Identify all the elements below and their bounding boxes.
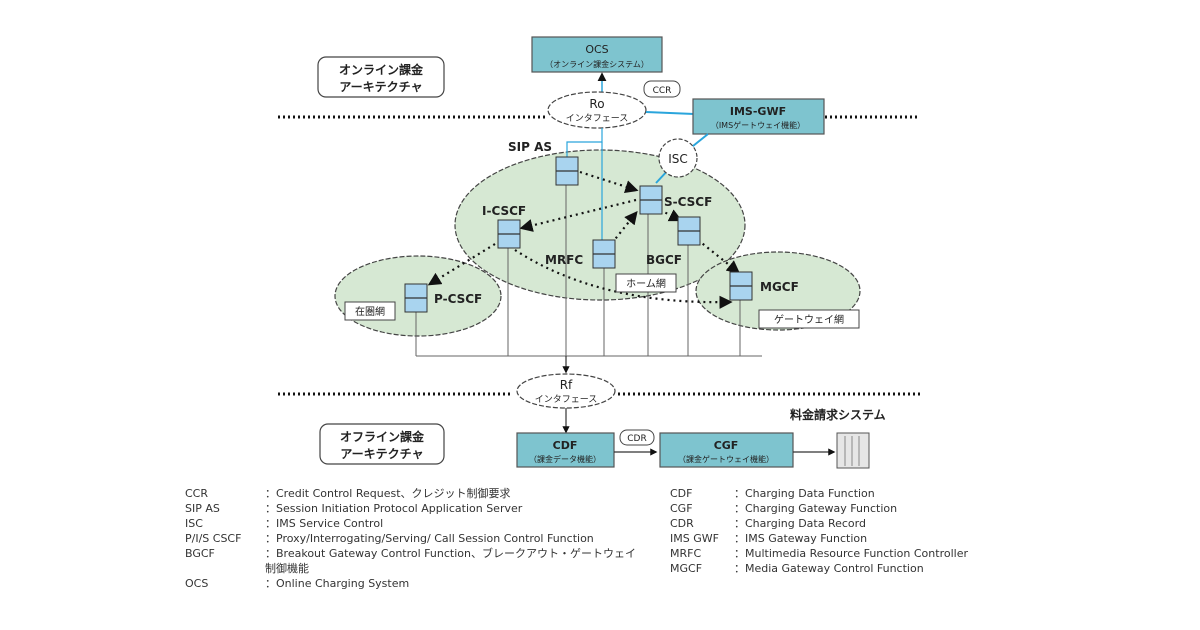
ims-gwf-box: IMS-GWF （IMSゲートウェイ機能） xyxy=(692,98,825,135)
legend-abbr: CDF xyxy=(670,487,693,500)
legend-desc: ：Charging Data Record xyxy=(734,517,866,530)
isc-label: ISC xyxy=(668,152,688,166)
ocs-subtitle: （オンライン課金システム） xyxy=(545,59,649,69)
legend-item: IMS GWF ：IMS Gateway Function xyxy=(670,531,1040,546)
legend-desc: ：Breakout Gateway Control Function、ブレークア… xyxy=(265,547,636,575)
gwf-to-ro-link xyxy=(645,111,695,115)
mgcf-label: MGCF xyxy=(760,280,799,294)
legend-desc: ：Session Initiation Protocol Application… xyxy=(265,502,523,515)
legend-desc: ：Proxy/Interrogating/Serving/ Call Sessi… xyxy=(265,532,594,545)
ims-gwf-subtitle: （IMSゲートウェイ機能） xyxy=(711,120,805,130)
legend-item: CCR ：Credit Control Request、クレジット制御要求 xyxy=(185,486,655,501)
gateway-network-text: ゲートウェイ網 xyxy=(774,313,844,326)
legend-abbr: CDR xyxy=(670,517,694,530)
legend-item: OCS ：Online Charging System xyxy=(185,576,655,591)
legend-item: CDR ：Charging Data Record xyxy=(670,516,1040,531)
gateway-network-label: ゲートウェイ網 xyxy=(758,309,860,329)
cdr-badge: CDR xyxy=(619,429,655,446)
legend-desc: ：Credit Control Request、クレジット制御要求 xyxy=(265,487,511,500)
signaling-paths xyxy=(427,170,741,309)
offline-architecture-label: オフライン課金 アーキテクチャ xyxy=(319,423,445,465)
offline-arch-line2: アーキテクチャ xyxy=(340,447,423,461)
ims-gwf-title: IMS-GWF xyxy=(730,105,786,118)
online-arch-line1: オンライン課金 xyxy=(339,62,424,77)
cgf-subtitle: （課金ゲートウェイ機能） xyxy=(678,454,774,464)
ocs-title: OCS xyxy=(585,43,608,56)
s-cscf-server-icon xyxy=(639,185,663,215)
mrfc-server-icon xyxy=(592,239,616,269)
cdf-box: CDF （課金データ機能） xyxy=(516,432,615,468)
cdf-subtitle: （課金データ機能） xyxy=(529,454,601,464)
home-network-text: ホーム網 xyxy=(626,277,666,290)
bgcf-server-icon xyxy=(677,216,701,246)
legend-desc: ：Multimedia Resource Function Controller xyxy=(734,547,968,560)
legend-abbr: CCR xyxy=(185,487,209,500)
home-network-area xyxy=(454,149,746,301)
legend-item: BGCF ：Breakout Gateway Control Function、ブ… xyxy=(185,546,655,576)
legend-item: SIP AS ：Session Initiation Protocol Appli… xyxy=(185,501,655,516)
home-network-label: ホーム網 xyxy=(615,273,677,293)
billing-system-label: 料金請求システム xyxy=(790,407,886,422)
legend-desc: ：Media Gateway Control Function xyxy=(734,562,924,575)
legend-item: MRFC ：Multimedia Resource Function Contro… xyxy=(670,546,1040,561)
billing-server-icon xyxy=(836,432,870,469)
p-cscf-label: P-CSCF xyxy=(434,292,482,306)
ccr-top-badge: CCR xyxy=(643,80,681,98)
p-cscf-server-icon xyxy=(404,283,428,313)
legend-desc: ：Charging Gateway Function xyxy=(734,502,898,515)
offline-arch-line1: オフライン課金 xyxy=(340,429,425,444)
sip-as-label: SIP AS xyxy=(508,140,552,154)
ccr-top-label: CCR xyxy=(653,86,672,96)
ro-subtitle: インタフェース xyxy=(566,113,629,124)
legend-abbr: MGCF xyxy=(670,562,703,575)
legend-abbr: IMS GWF xyxy=(670,532,719,545)
s-cscf-label: S-CSCF xyxy=(664,195,712,209)
legend-item: CGF ：Charging Gateway Function xyxy=(670,501,1040,516)
legend-desc: ：Charging Data Function xyxy=(734,487,875,500)
rf-title: Rf xyxy=(560,378,573,392)
cdf-title: CDF xyxy=(553,439,578,452)
bgcf-label: BGCF xyxy=(646,253,682,267)
legend-abbr: OCS xyxy=(185,577,209,590)
rf-interface: Rf インタフェース xyxy=(516,373,616,409)
legend-item: P/I/S CSCF ：Proxy/Interrogating/Serving/ … xyxy=(185,531,655,546)
legend-abbr: P/I/S CSCF xyxy=(185,532,242,545)
legend-abbr: CGF xyxy=(670,502,693,515)
legend-item: ISC ：IMS Service Control xyxy=(185,516,655,531)
legend-desc: ：Online Charging System xyxy=(265,577,410,590)
ro-interface: Ro インタフェース xyxy=(547,91,647,129)
rf-subtitle: インタフェース xyxy=(535,394,598,405)
legend-item: MGCF ：Media Gateway Control Function xyxy=(670,561,1040,576)
legend-abbr: BGCF xyxy=(185,547,215,560)
ocs-box: OCS （オンライン課金システム） xyxy=(531,36,663,73)
legend-item: CDF ：Charging Data Function xyxy=(670,486,1040,501)
legend-abbr: ISC xyxy=(185,517,203,530)
legend-right: CDF ：Charging Data Function CGF ：Charging … xyxy=(670,486,1040,576)
isc-node: ISC xyxy=(658,138,698,178)
mrfc-label: MRFC xyxy=(545,253,583,267)
online-architecture-label: オンライン課金 アーキテクチャ xyxy=(317,56,445,98)
mgcf-server-icon xyxy=(729,271,753,301)
cgf-box: CGF （課金ゲートウェイ機能） xyxy=(659,432,794,468)
legend-abbr: SIP AS xyxy=(185,502,220,515)
ro-title: Ro xyxy=(589,97,604,111)
legend-desc: ：IMS Service Control xyxy=(265,517,384,530)
legend-desc: ：IMS Gateway Function xyxy=(734,532,868,545)
sip-as-ro-link xyxy=(566,128,603,158)
legend-abbr: MRFC xyxy=(670,547,702,560)
sip-as-server-icon xyxy=(555,156,579,186)
visited-network-text: 在圏網 xyxy=(355,305,385,318)
legend-left: CCR ：Credit Control Request、クレジット制御要求 SIP… xyxy=(185,486,655,591)
cdr-label: CDR xyxy=(627,434,646,444)
i-cscf-label: I-CSCF xyxy=(482,204,526,218)
visited-network-label: 在圏網 xyxy=(344,301,396,321)
cgf-title: CGF xyxy=(714,439,739,452)
i-cscf-server-icon xyxy=(497,219,521,249)
online-arch-line2: アーキテクチャ xyxy=(339,80,422,94)
